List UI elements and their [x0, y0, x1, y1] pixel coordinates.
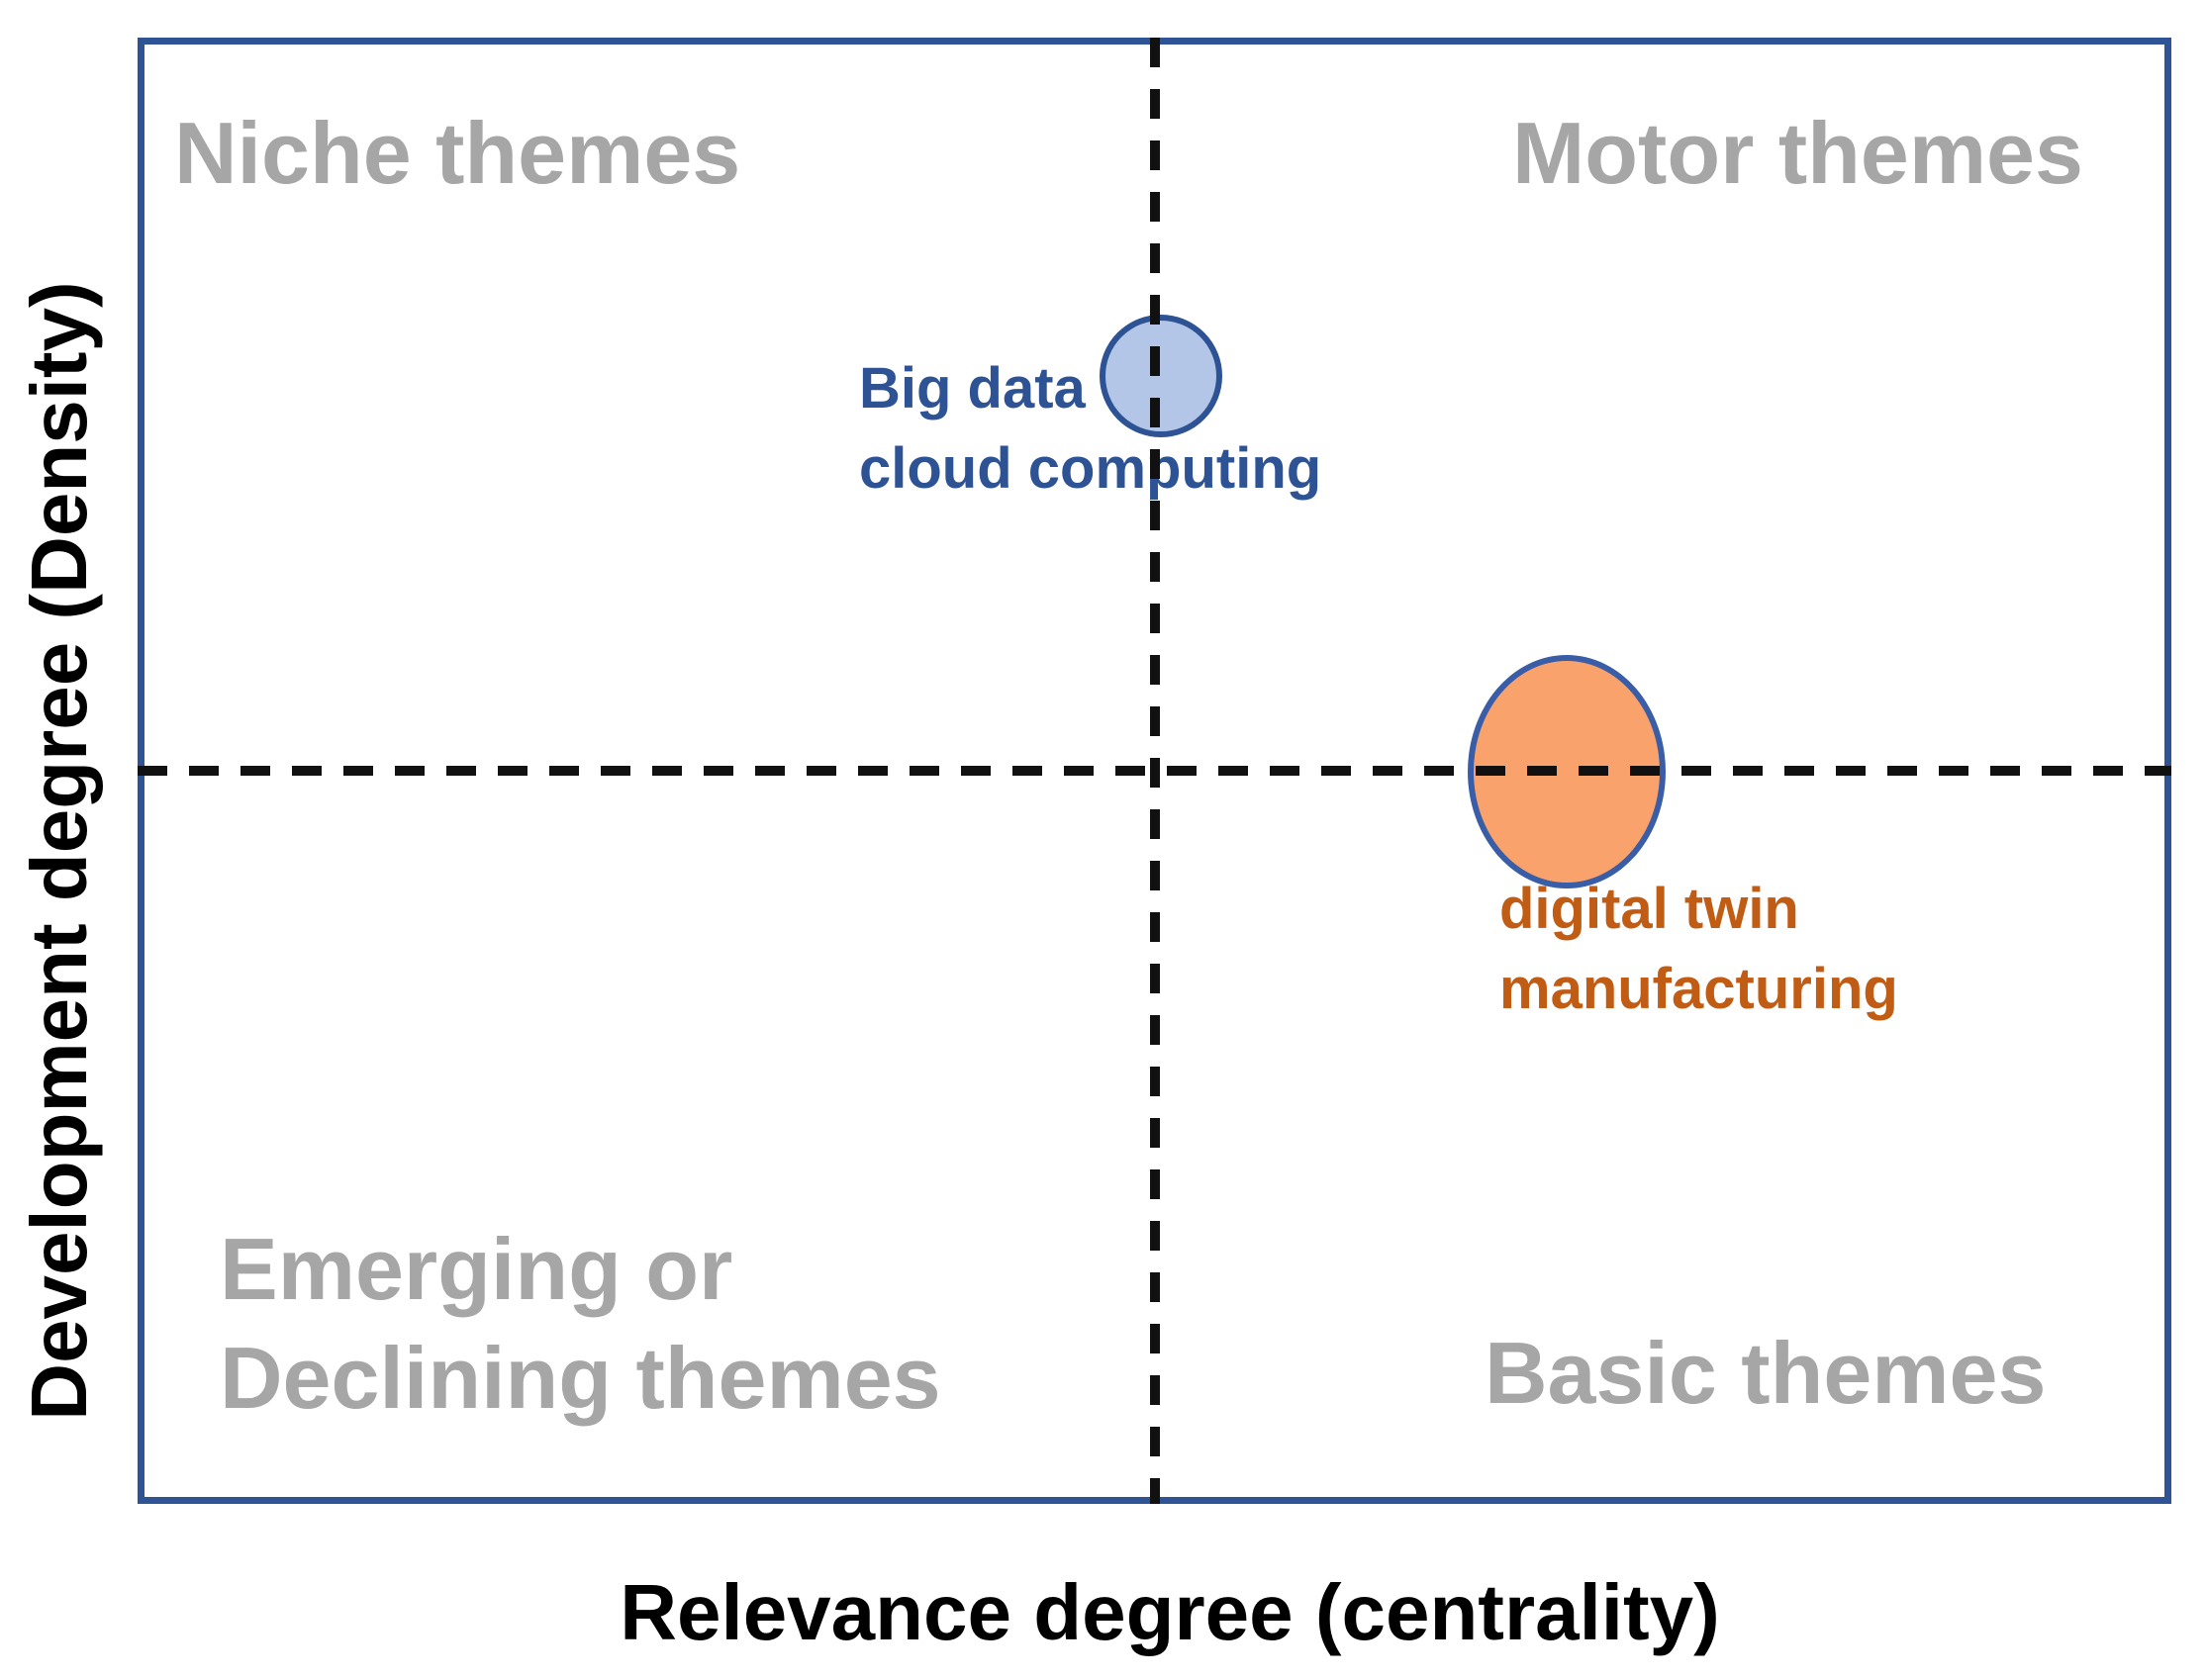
quadrant-label-motor-themes: Motor themes [1512, 104, 2083, 202]
bubble-label-big-data-line2: cloud computing [859, 436, 1322, 502]
quadrant-label-emerging-line2: Declining themes [220, 1329, 941, 1427]
quadrant-label-emerging-line1: Emerging or [220, 1220, 733, 1318]
bubble-label-digital-twin-line1: digital twin [1499, 877, 1799, 941]
horizontal-dashed-divider-line [138, 766, 2171, 776]
quadrant-label-niche-themes: Niche themes [174, 104, 741, 202]
bubble-label-digital-twin-line2: manufacturing [1499, 957, 1898, 1022]
quadrant-label-basic-themes: Basic themes [1485, 1324, 2047, 1422]
bubble-label-big-data-line1: Big data [859, 356, 1086, 420]
bubble-big-data-cloud-computing [1100, 315, 1222, 437]
quadrant-label-emerging-declining-themes: Emerging or Declining themes [220, 1215, 941, 1433]
x-axis-label: Relevance degree (centrality) [620, 1568, 1720, 1656]
bubble-label-digital-twin-manufacturing: digital twin manufacturing [1499, 869, 1898, 1029]
bubble-label-big-data-cloud-computing: Big data cloud computing [859, 348, 1321, 509]
y-axis-label: Development degree (Density) [15, 281, 103, 1421]
